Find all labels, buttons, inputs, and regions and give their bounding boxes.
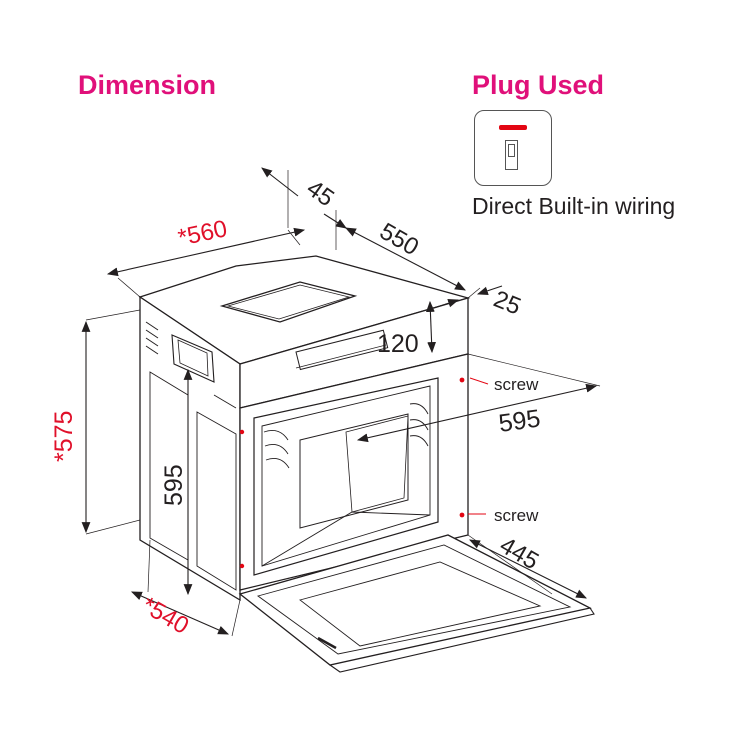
- door-handle: [317, 636, 337, 650]
- label-575: *575: [50, 411, 78, 462]
- plug-caption: Direct Built-in wiring: [472, 193, 676, 219]
- label-595-width: 595: [497, 404, 542, 438]
- control-display: [295, 329, 389, 371]
- wall-plug-icon: [474, 110, 552, 186]
- arrow-560: [106, 227, 306, 277]
- label-45: 45: [302, 175, 339, 212]
- label-560: *560: [176, 215, 230, 252]
- label-540: *540: [137, 592, 193, 640]
- arrow-45: [261, 167, 299, 197]
- arrow-540: [130, 591, 230, 635]
- arrow-550: [345, 227, 466, 291]
- arrow-445: [469, 539, 587, 599]
- label-595-height: 595: [160, 464, 188, 506]
- plug-switch-icon: [505, 140, 518, 170]
- arrow-120: [425, 300, 437, 354]
- label-25: 25: [490, 286, 525, 321]
- top-vent: [219, 281, 358, 323]
- screw-mark-top: [459, 377, 465, 383]
- dimension-arrows: [81, 167, 598, 635]
- oven-body: [138, 255, 595, 673]
- screw-label-bottom: screw: [494, 506, 539, 525]
- label-120: 120: [377, 330, 419, 358]
- side-vents: [145, 321, 159, 355]
- dimension-heading: Dimension: [78, 70, 217, 100]
- screw-label-top: screw: [494, 375, 539, 394]
- label-550: 550: [375, 218, 423, 261]
- door-window: [299, 561, 542, 647]
- plug-used-heading: Plug Used: [472, 70, 605, 100]
- screw-mark-side: [239, 429, 245, 435]
- arrow-25: [433, 298, 460, 309]
- arrow-595-width: [356, 383, 598, 443]
- side-handle-recess: [171, 334, 215, 383]
- screw-leader-top: [469, 377, 489, 385]
- plug-indicator-light: [499, 125, 527, 130]
- screw-mark-bottom: [459, 512, 465, 518]
